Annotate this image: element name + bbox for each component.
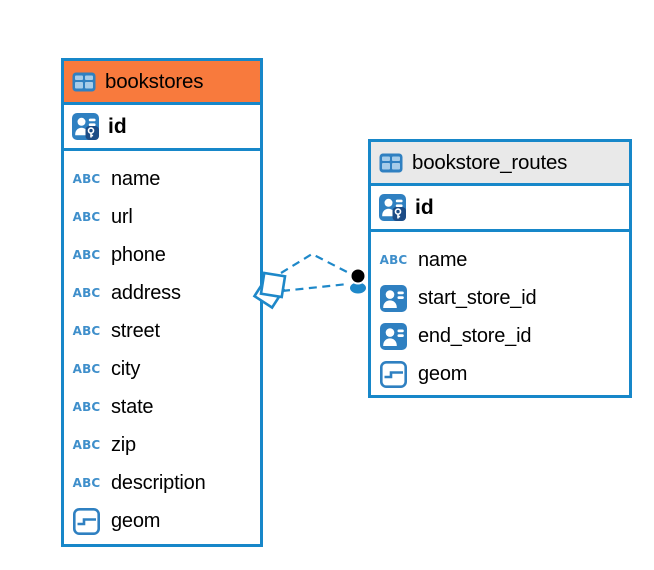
table-header-bookstores[interactable]: bookstores: [64, 61, 260, 105]
column-row[interactable]: end_store_id: [371, 317, 629, 355]
geometry-type-icon: [70, 507, 103, 535]
column-name: description: [111, 471, 206, 494]
text-type-icon: ABC: [72, 248, 101, 262]
column-row[interactable]: ABC city: [64, 350, 260, 388]
column-name: geom: [418, 362, 468, 385]
table-title: bookstore_routes: [412, 150, 568, 174]
column-row[interactable]: ABC description: [64, 464, 260, 502]
column-name: address: [111, 281, 181, 304]
column-name: name: [111, 167, 161, 190]
text-type-icon: ABC: [72, 324, 101, 338]
column-row[interactable]: start_store_id: [371, 279, 629, 317]
column-name: start_store_id: [418, 286, 537, 309]
column-name: geom: [111, 509, 161, 532]
column-row[interactable]: ABC zip: [64, 426, 260, 464]
column-row[interactable]: ABC state: [64, 388, 260, 426]
text-type-icon: ABC: [72, 210, 101, 224]
table-icon: [72, 72, 96, 92]
column-row[interactable]: ABC street: [64, 312, 260, 350]
table-bookstores[interactable]: bookstores id ABC name: [61, 58, 263, 547]
column-row[interactable]: geom: [371, 355, 629, 393]
primary-key-row[interactable]: id: [64, 105, 260, 151]
column-name: name: [418, 248, 468, 271]
column-row[interactable]: ABC phone: [64, 236, 260, 274]
column-row[interactable]: ABC name: [64, 160, 260, 198]
table-title: bookstores: [105, 69, 204, 93]
primary-key-icon: [379, 194, 406, 221]
column-name: url: [111, 205, 133, 228]
column-row[interactable]: ABC name: [371, 241, 629, 279]
relationship-endpoint-marker[interactable]: [349, 267, 367, 294]
text-type-icon: ABC: [72, 172, 101, 186]
table-bookstore-routes[interactable]: bookstore_routes id ABC name: [368, 139, 632, 398]
reference-type-icon: [377, 284, 410, 312]
column-name: phone: [111, 243, 166, 266]
reference-type-icon: [377, 322, 410, 350]
text-type-icon: ABC: [72, 400, 101, 414]
primary-key-name: id: [415, 195, 434, 219]
columns-list: ABC name ABC url ABC phone ABC address A…: [64, 151, 260, 540]
primary-key-row[interactable]: id: [371, 186, 629, 232]
column-name: state: [111, 395, 154, 418]
text-type-icon: ABC: [72, 476, 101, 490]
column-name: street: [111, 319, 160, 342]
text-type-icon: ABC: [72, 286, 101, 300]
column-name: end_store_id: [418, 324, 532, 347]
column-row[interactable]: ABC url: [64, 198, 260, 236]
text-type-icon: ABC: [72, 438, 101, 452]
table-header-bookstore-routes[interactable]: bookstore_routes: [371, 142, 629, 186]
column-name: city: [111, 357, 141, 380]
text-type-icon: ABC: [72, 362, 101, 376]
relationship-source-marker[interactable]: [252, 271, 287, 310]
text-type-icon: ABC: [379, 253, 408, 267]
column-row[interactable]: ABC address: [64, 274, 260, 312]
geometry-type-icon: [377, 360, 410, 388]
primary-key-icon: [72, 113, 99, 140]
table-icon: [379, 153, 403, 173]
column-name: zip: [111, 433, 136, 456]
columns-list: ABC name start_store_id: [371, 232, 629, 393]
primary-key-name: id: [108, 114, 127, 138]
fk-relationship-lines[interactable]: [280, 252, 352, 293]
column-row[interactable]: geom: [64, 502, 260, 540]
